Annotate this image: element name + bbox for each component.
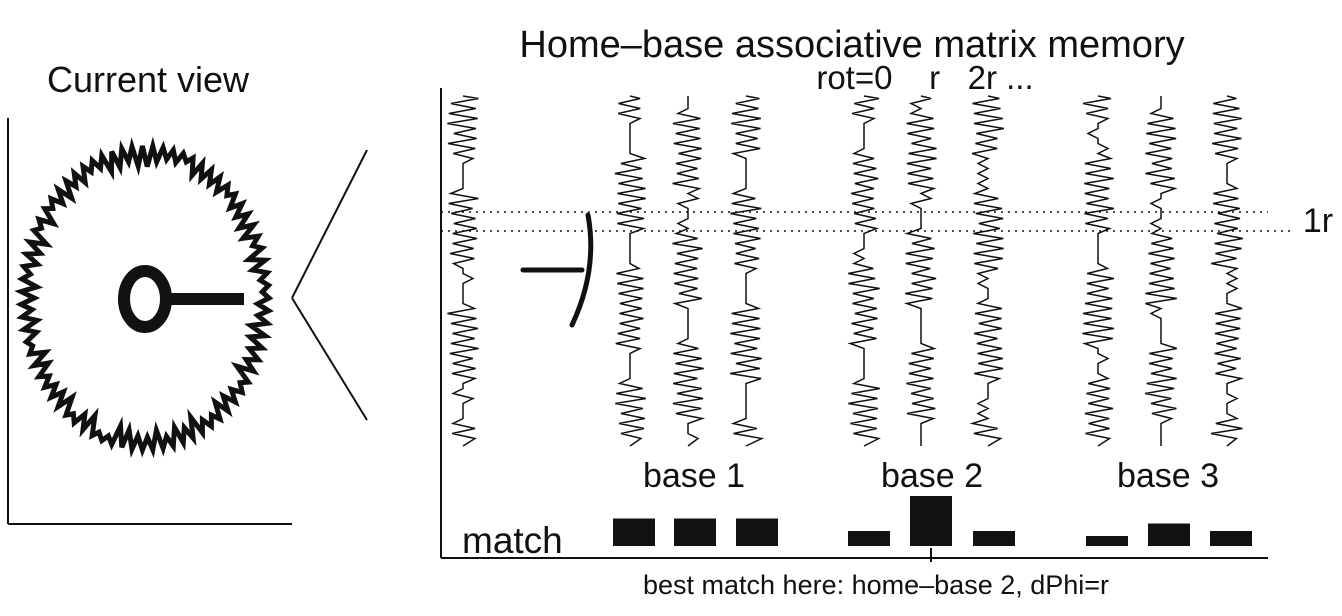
signal-trace: [729, 95, 765, 447]
match-bar: [1148, 523, 1190, 546]
match-bar: [973, 531, 1015, 546]
input-arrow-icon: [520, 212, 594, 328]
signal-trace: [969, 95, 1005, 447]
match-bar: [736, 518, 778, 546]
signal-trace: [447, 95, 479, 447]
signal-trace: [847, 95, 881, 447]
base-2-label: base 2: [881, 457, 983, 495]
memory-title: Home–base associative matrix memory: [519, 24, 1184, 66]
match-bars: [613, 496, 1252, 546]
signal-trace: [672, 96, 706, 447]
signal-trace: [903, 95, 937, 446]
base-1-label: base 1: [643, 457, 745, 495]
robot-body-icon: [118, 265, 172, 333]
best-match-caption: best match here: home–base 2, dPhi=r: [643, 570, 1109, 600]
rotation-label: rot=0 r 2r ...: [816, 59, 1033, 96]
signal-trace: [1210, 95, 1245, 447]
current-view-panel: Current view: [7, 59, 368, 525]
match-bar: [613, 518, 655, 546]
panorama-outline: [14, 136, 274, 459]
projection-line-upper: [291, 149, 368, 299]
memory-panel: Home–base associative matrix memory rot=…: [440, 24, 1333, 600]
match-bar: [1086, 536, 1128, 546]
match-label: match: [462, 520, 563, 561]
match-bar: [848, 531, 890, 546]
base-3-label: base 3: [1117, 457, 1219, 495]
signal-trace: [1081, 95, 1115, 447]
match-bar: [1210, 531, 1252, 546]
dotted-line-label: 1r: [1303, 202, 1333, 240]
match-bar: [674, 518, 716, 546]
signal-trace: [1145, 96, 1178, 446]
projection-line-lower: [291, 297, 368, 421]
signal-traces: [447, 95, 1245, 447]
signal-trace: [614, 95, 648, 447]
match-bar: [910, 496, 952, 546]
current-view-title: Current view: [47, 59, 250, 100]
